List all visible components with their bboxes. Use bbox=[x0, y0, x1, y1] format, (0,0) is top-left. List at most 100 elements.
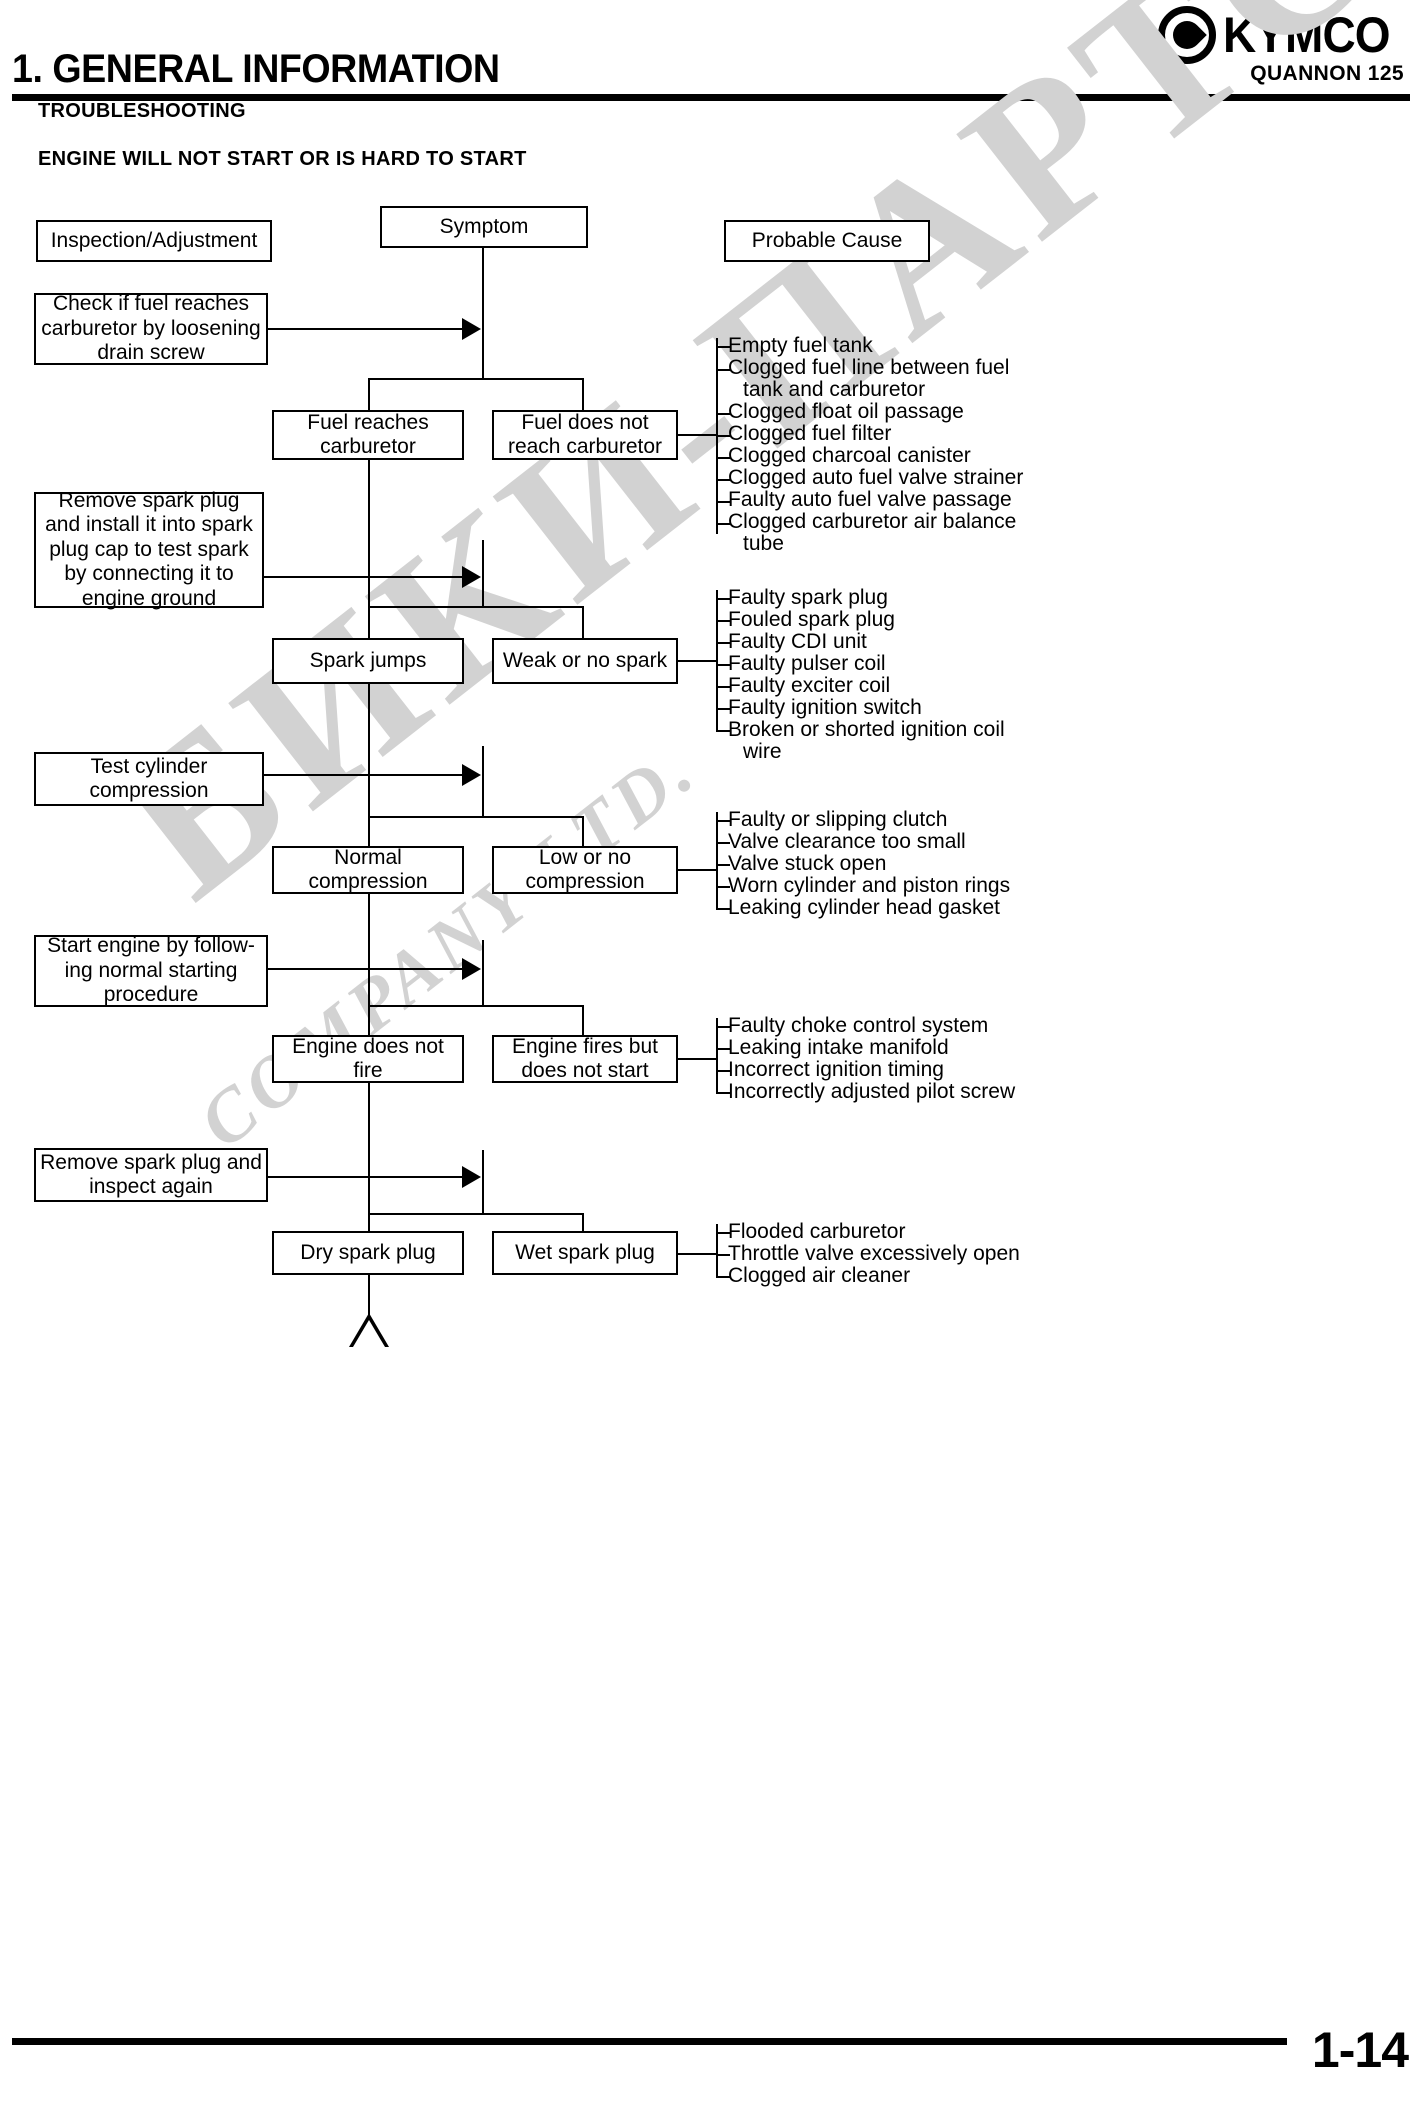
cause-item: Clogged fuel filter bbox=[728, 422, 892, 446]
split-bar-row3 bbox=[368, 816, 584, 818]
symptom-ok-4: Engine does not fire bbox=[272, 1035, 464, 1083]
branch-left-row1 bbox=[368, 378, 370, 410]
cause-item: Faulty ignition switch bbox=[728, 696, 922, 720]
cause-list-1: Empty fuel tank Clogged fuel line betwee… bbox=[728, 334, 1023, 556]
arrow-step-3 bbox=[462, 764, 481, 786]
symptom-ok-5: Dry spark plug bbox=[272, 1231, 464, 1275]
kymco-wordmark: KYMCO bbox=[1222, 7, 1391, 63]
column-header-inspection: Inspection/Adjustment bbox=[36, 220, 272, 262]
split-bar-row5 bbox=[368, 1213, 584, 1215]
cause-connector-2 bbox=[678, 660, 718, 662]
split-bar-row4 bbox=[368, 1005, 584, 1007]
cause-item: Faulty auto fuel valve passage bbox=[728, 488, 1012, 512]
cause-item: Clogged charcoal canister bbox=[728, 444, 971, 468]
cause-item: Throttle valve excessively open bbox=[728, 1242, 1020, 1266]
spine-row3-to-row4 bbox=[368, 894, 370, 1020]
inspection-step-3: Test cylinder compression bbox=[34, 752, 264, 806]
symptom-ok-1: Fuel reaches carburetor bbox=[272, 410, 464, 460]
cause-brace-5 bbox=[716, 1224, 732, 1278]
cause-item: Valve clearance too small bbox=[728, 830, 966, 854]
column-header-probable-cause: Probable Cause bbox=[724, 220, 930, 262]
branch-left-row2 bbox=[368, 606, 370, 638]
spine-row2-to-row3 bbox=[368, 684, 370, 816]
spine-row3-mid bbox=[482, 746, 484, 816]
cause-item: Faulty or slipping clutch bbox=[728, 808, 948, 831]
page-title: 1. GENERAL INFORMATION bbox=[12, 47, 500, 91]
spine-row1-to-row2 bbox=[368, 460, 370, 606]
symptom-fail-4: Engine fires but does not start bbox=[492, 1035, 678, 1083]
cause-item: Fouled spark plug bbox=[728, 608, 895, 632]
symptom-fail-3: Low or no compression bbox=[492, 846, 678, 894]
spine-to-terminator bbox=[368, 1275, 370, 1347]
cause-brace-3 bbox=[716, 812, 732, 910]
column-header-symptom: Symptom bbox=[380, 206, 588, 248]
spine-row5-mid bbox=[482, 1150, 484, 1213]
branch-right-row1 bbox=[582, 378, 584, 410]
model-name: QUANNON 125 bbox=[1250, 62, 1404, 85]
header-divider bbox=[12, 94, 1410, 101]
cause-item: Faulty exciter coil bbox=[728, 674, 891, 698]
cause-connector-5 bbox=[678, 1253, 718, 1255]
branch-left-row4 bbox=[368, 1005, 370, 1035]
arrow-step-5 bbox=[462, 1166, 481, 1188]
section-label: TROUBLESHOOTING bbox=[38, 100, 246, 122]
branch-right-row2 bbox=[582, 606, 584, 638]
arrow-step-2 bbox=[462, 566, 481, 588]
cause-item: Valve stuck open bbox=[728, 852, 887, 876]
cause-list-3: Faulty or slipping clutch Valve clearanc… bbox=[728, 808, 1011, 919]
symptom-fail-1: Fuel does not reach carburetor bbox=[492, 410, 678, 460]
cause-item: Incorrectly adjusted pilot screw bbox=[728, 1080, 1016, 1104]
cause-list-4: Faulty choke control system Leaking inta… bbox=[728, 1014, 1016, 1104]
cause-list-2: Faulty spark plug Fouled spark plug Faul… bbox=[728, 586, 1005, 764]
symptom-ok-2: Spark jumps bbox=[272, 638, 464, 684]
cause-item: Faulty CDI unit bbox=[728, 630, 867, 654]
symptom-fail-5: Wet spark plug bbox=[492, 1231, 678, 1275]
connector-step4-to-spine bbox=[268, 968, 462, 970]
inspection-step-1: Check if fuel reaches carburetor by loos… bbox=[34, 292, 268, 365]
cause-item: Worn cylinder and piston rings bbox=[728, 874, 1011, 898]
cause-connector-1 bbox=[678, 434, 718, 436]
page-number: 1-14 bbox=[1311, 2022, 1409, 2078]
kymco-logo: KYMCO bbox=[1157, 6, 1404, 64]
spine-row2-mid bbox=[482, 540, 484, 606]
cause-item: Faulty choke control system bbox=[728, 1014, 989, 1037]
cause-connector-4 bbox=[678, 1058, 718, 1060]
footer-divider bbox=[12, 2038, 1287, 2045]
spine-row4-to-row5 bbox=[368, 1083, 370, 1213]
connector-step3-to-spine bbox=[264, 774, 462, 776]
cause-brace-4 bbox=[716, 1018, 732, 1094]
kymco-mark-icon bbox=[1157, 6, 1216, 64]
cause-item: Flooded carburetor bbox=[728, 1220, 906, 1243]
cause-item: Clogged air cleaner bbox=[728, 1264, 911, 1288]
inspection-step-2: Remove spark plug and install it into sp… bbox=[34, 489, 264, 610]
cause-brace-2 bbox=[716, 590, 732, 732]
inspection-step-4: Start engine by follow-ing normal starti… bbox=[34, 934, 268, 1007]
connector-step2-to-spine bbox=[264, 576, 462, 578]
branch-right-row5 bbox=[582, 1213, 584, 1231]
inspection-step-5: Remove spark plug and inspect again bbox=[34, 1148, 268, 1202]
split-bar-row2 bbox=[368, 606, 584, 608]
arrow-step-1 bbox=[462, 318, 481, 340]
page-header: KYMCO 1. GENERAL INFORMATION QUANNON 125 bbox=[0, 0, 1422, 132]
symptom-ok-3: Normal compression bbox=[272, 846, 464, 894]
split-bar-row1 bbox=[368, 378, 584, 380]
cause-brace-1 bbox=[716, 338, 732, 534]
symptom-fail-2: Weak or no spark bbox=[492, 638, 678, 684]
connector-step5-to-spine bbox=[268, 1176, 462, 1178]
cause-item: Leaking intake manifold bbox=[728, 1036, 949, 1060]
branch-left-row3 bbox=[368, 816, 370, 846]
branch-right-row4 bbox=[582, 1005, 584, 1035]
cause-item: Clogged float oil passage bbox=[728, 400, 964, 424]
cause-item: Faulty spark plug bbox=[728, 586, 888, 609]
spine-row4-mid bbox=[482, 940, 484, 1005]
arrow-step-4 bbox=[462, 958, 481, 980]
flow-terminator-triangle-inner bbox=[353, 1320, 385, 1347]
connector-step1-to-spine bbox=[268, 328, 462, 330]
branch-right-row3 bbox=[582, 816, 584, 846]
cause-item: Empty fuel tank bbox=[728, 334, 873, 357]
flowchart-title: ENGINE WILL NOT START OR IS HARD TO STAR… bbox=[38, 148, 527, 170]
